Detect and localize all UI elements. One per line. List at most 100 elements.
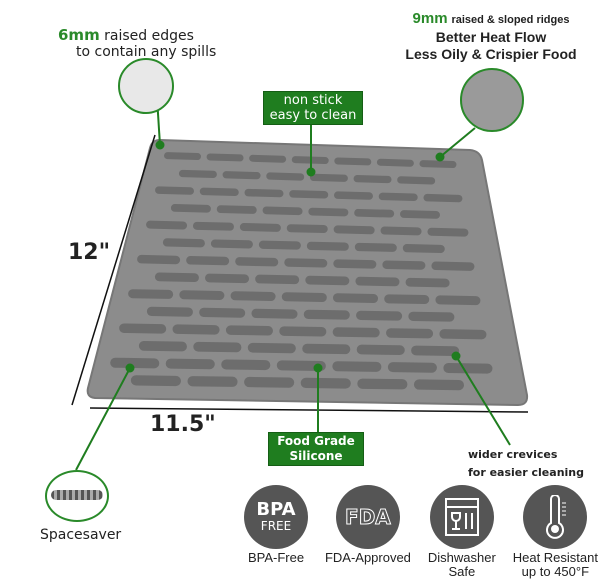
mat-ridge: [333, 191, 373, 200]
mat-ridge: [210, 239, 253, 249]
mat-ridge: [357, 378, 408, 390]
mat-ridge: [333, 225, 375, 235]
mat-ridge: [332, 293, 379, 304]
mat-ridge: [356, 310, 403, 321]
ridges-line-3: Less Oily & Crispier Food: [405, 46, 577, 62]
edges-highlight: 6mm: [58, 26, 100, 44]
mat-ridge: [332, 327, 380, 338]
mat-ridge: [164, 152, 201, 161]
badge-dishwasher: Dishwasher Safe: [428, 485, 496, 579]
badge-label: Dishwasher: [427, 550, 496, 565]
mat-ridge: [419, 160, 457, 169]
mat-ridge: [387, 362, 437, 373]
thermometer-icon: [523, 485, 588, 549]
fda-icon: FDA: [335, 485, 400, 549]
mat-ridge: [431, 261, 475, 271]
mat-ridge: [255, 274, 300, 285]
mat-ridge: [193, 341, 242, 353]
mat-ridge: [386, 328, 434, 339]
mat-ridge: [170, 204, 211, 213]
badge-label: FDA-Approved: [324, 550, 411, 565]
mat-ridge: [303, 309, 350, 320]
mat-ridge: [110, 357, 160, 369]
feature-badges: BPA FREE BPA-Free FDA FDA-Approved Dishw…: [244, 485, 598, 579]
nonstick-line-1: non stick: [283, 93, 343, 108]
mat-ridge: [199, 307, 246, 318]
free-icon-text: FREE: [260, 519, 292, 533]
mat-ridge: [128, 289, 174, 299]
mat-ridge: [413, 379, 465, 391]
badge-label: Heat Resistant: [512, 550, 598, 565]
crevices-callout: wider crevices for easier cleaning: [468, 446, 584, 482]
nonstick-label: non stick easy to clean: [263, 91, 363, 125]
mat-ridge: [221, 359, 271, 371]
mat-ridge: [247, 342, 296, 354]
mat-ridge: [230, 291, 276, 301]
ridge-closeup-image: [460, 68, 524, 132]
bpa-free-icon: BPA FREE: [244, 485, 308, 549]
mat-ridge: [165, 358, 215, 370]
mat-ridge: [382, 260, 426, 270]
mat-ridges: [110, 152, 493, 391]
height-dimension: 12": [68, 240, 111, 265]
badge-heat-resistant: Heat Resistant up to 450°F: [513, 485, 598, 579]
mat-ridge: [400, 210, 440, 219]
mat-ridge: [262, 206, 303, 216]
mat-ridge: [216, 205, 257, 214]
crevices-line-2: for easier cleaning: [468, 466, 584, 479]
fda-icon-text: FDA: [345, 505, 392, 530]
mat-ridge: [286, 224, 328, 234]
mat-ridge: [333, 259, 377, 269]
edges-text-2: to contain any spills: [76, 44, 217, 60]
mat-ridge: [244, 188, 284, 198]
mat-ridge: [332, 361, 382, 372]
mat-ridge: [423, 193, 463, 203]
mat-ridge: [308, 207, 349, 217]
mat-ridge: [206, 153, 244, 162]
mat-ridge: [353, 175, 392, 184]
mat-ridge: [289, 190, 329, 199]
badge-fda: FDA FDA-Approved: [325, 485, 411, 579]
mat-ridge: [427, 227, 469, 237]
mat-ridge: [300, 377, 351, 389]
width-dimension: 11.5": [150, 412, 216, 437]
dishwasher-icon: [429, 485, 494, 549]
silicone-line-1: Food Grade: [277, 434, 355, 448]
mat-ridge: [439, 329, 487, 340]
mat-ridge: [378, 192, 418, 202]
mat-ridge: [284, 258, 328, 268]
mat-ridge: [397, 176, 436, 185]
edge-closeup-image: [118, 58, 174, 114]
mat-ridge: [162, 238, 205, 248]
mat-ridge: [199, 187, 239, 197]
ridges-highlight: 9mm: [412, 10, 448, 27]
ridges-callout: 9mm raised & sloped ridges Better Heat F…: [385, 10, 597, 63]
spacesaver-image: [45, 470, 109, 522]
mat-ridge: [334, 157, 372, 166]
ridges-text: raised & sloped ridges: [451, 14, 570, 26]
mat-ridge: [302, 343, 351, 355]
mat-ridge: [408, 311, 455, 322]
mat-ridge: [235, 257, 279, 267]
mat-ridge: [305, 275, 350, 286]
mat-ridge: [146, 220, 188, 230]
badge-label-2: up to 450°F: [521, 564, 590, 579]
mat-ridge: [266, 172, 305, 181]
mat-ridge: [138, 340, 187, 352]
mat-ridge: [178, 169, 217, 178]
ridges-line-2: Better Heat Flow: [435, 29, 547, 45]
mat-ridge: [179, 290, 225, 300]
mat-ridge: [205, 273, 250, 284]
badge-label: BPA-Free: [247, 550, 305, 565]
callout-lines: [75, 97, 511, 471]
mat-ridge: [154, 272, 199, 283]
edges-text: raised edges: [104, 28, 194, 44]
badge-label-2: Safe: [448, 564, 476, 579]
mat-ridge: [405, 277, 450, 288]
mat-ridge: [251, 308, 298, 319]
mat-ridge: [380, 226, 422, 236]
mat-ridge: [172, 324, 220, 335]
mat-ridge: [187, 376, 238, 387]
mat-ridge: [355, 276, 400, 287]
